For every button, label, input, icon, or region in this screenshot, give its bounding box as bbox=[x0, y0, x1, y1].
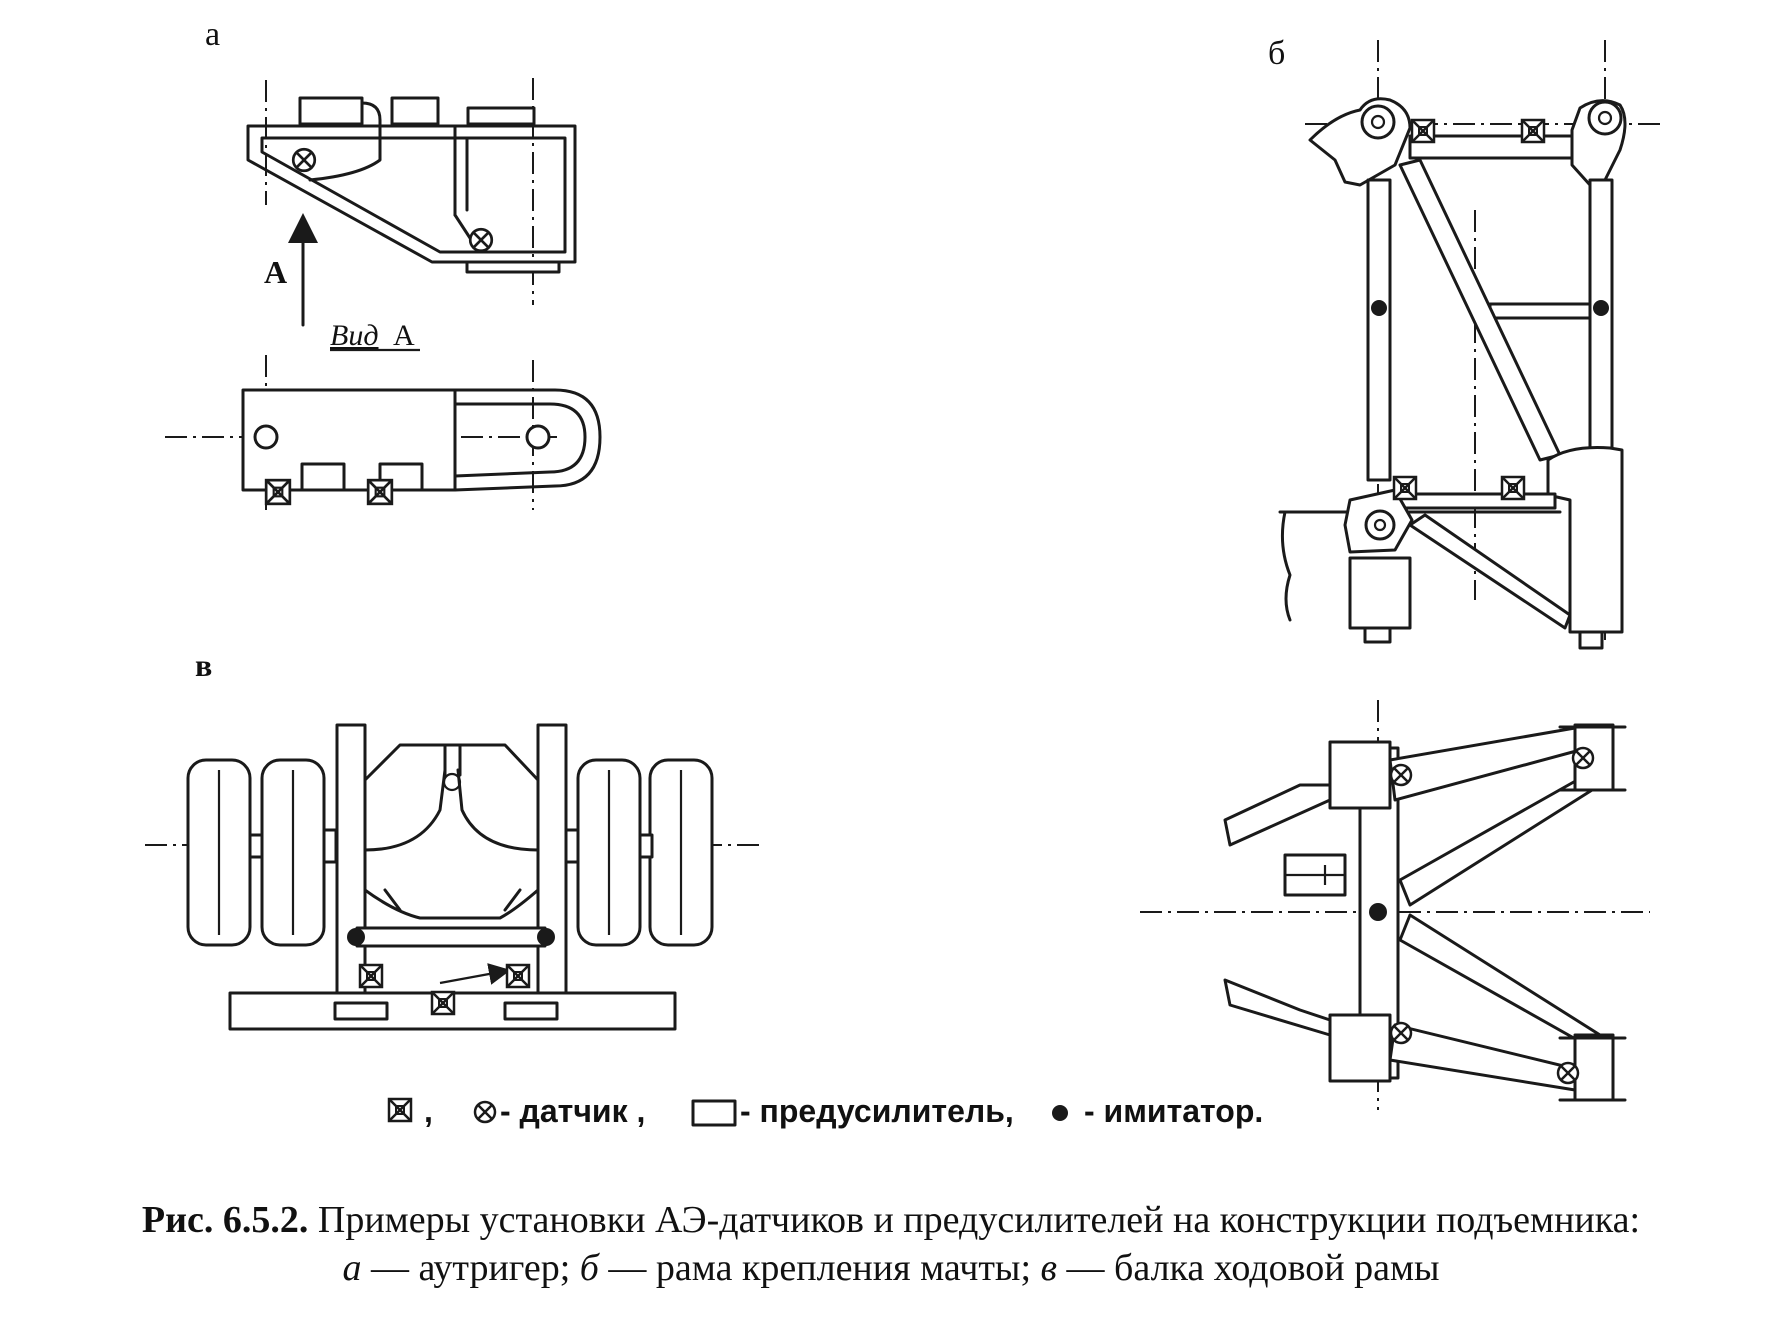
legend-sensor-circle-icon bbox=[473, 1100, 497, 1124]
caption-v-letter: в bbox=[1040, 1247, 1058, 1289]
legend-sensor-text: - датчик , bbox=[500, 1093, 645, 1129]
legend-imitator-text: - имитатор. bbox=[1084, 1093, 1263, 1129]
caption-v-text: — балка ходовой рамы bbox=[1066, 1247, 1440, 1289]
outrigger-view-a bbox=[165, 355, 602, 510]
imitator-dot-icon bbox=[1369, 903, 1387, 921]
running-beam-front bbox=[186, 723, 714, 1031]
outrigger-top-view bbox=[246, 96, 577, 274]
sensor-circle-icon bbox=[1571, 746, 1595, 770]
view-word: Вид bbox=[330, 319, 379, 352]
panel-b-label: б bbox=[1268, 35, 1285, 72]
sensor-circle-icon bbox=[1389, 1021, 1413, 1045]
legend-sep: , bbox=[424, 1093, 433, 1129]
caption-line-2: а — аутригер; б — рама крепления мачты; … bbox=[0, 1244, 1782, 1292]
sensor-square-icon bbox=[1410, 118, 1436, 144]
sensor-square-icon bbox=[264, 478, 292, 506]
panel-v-label: в bbox=[195, 647, 212, 683]
sensor-square-icon bbox=[1520, 118, 1546, 144]
legend-imitator-dot-icon bbox=[1052, 1105, 1068, 1121]
panel-v: в bbox=[145, 647, 1650, 1110]
caption-number: Рис. 6.5.2. bbox=[141, 1199, 309, 1241]
caption-a-text: — аутригер; bbox=[370, 1247, 571, 1289]
sensor-circle-icon bbox=[291, 147, 317, 173]
sensor-square-icon bbox=[358, 963, 384, 989]
panel-a: а А Вид А bbox=[165, 16, 602, 510]
sensor-square-icon bbox=[505, 963, 531, 989]
view-a-title: Вид А bbox=[330, 319, 415, 352]
legend: , - датчик , - предусилитель, - имитатор… bbox=[387, 1093, 1263, 1129]
caption-b-letter: б bbox=[579, 1247, 599, 1289]
view-letter: А bbox=[393, 319, 415, 352]
imitator-dot-icon bbox=[1371, 300, 1387, 316]
sensor-circle-icon bbox=[468, 227, 494, 253]
legend-preamp-icon bbox=[691, 1099, 737, 1127]
legend-preamp-text: - предусилитель, bbox=[740, 1093, 1014, 1129]
imitator-dot-icon bbox=[1593, 300, 1609, 316]
panel-a-label: а bbox=[205, 16, 220, 53]
mast-frame bbox=[1278, 97, 1627, 650]
sensor-square-icon bbox=[1500, 475, 1526, 501]
imitator-dot-icon bbox=[347, 928, 365, 946]
running-beam-top bbox=[1223, 723, 1627, 1102]
figure-caption: Рис. 6.5.2. Примеры установки АЭ-датчико… bbox=[0, 1196, 1782, 1292]
view-arrow-label: А bbox=[264, 254, 287, 290]
sensor-square-icon bbox=[1392, 475, 1418, 501]
caption-b-text: — рама крепления мачты; bbox=[608, 1247, 1032, 1289]
sensor-circle-icon bbox=[1556, 1061, 1580, 1085]
sensor-square-icon bbox=[430, 990, 456, 1016]
caption-a-letter: а bbox=[342, 1247, 362, 1289]
sensor-square-icon bbox=[366, 478, 394, 506]
panel-b: б bbox=[1268, 35, 1660, 650]
imitator-dot-icon bbox=[537, 928, 555, 946]
legend-sensor-square-icon bbox=[387, 1097, 413, 1123]
caption-line-1: Рис. 6.5.2. Примеры установки АЭ-датчико… bbox=[0, 1196, 1782, 1244]
caption-title: Примеры установки АЭ-датчиков и предусил… bbox=[317, 1199, 1641, 1241]
sensor-circle-icon bbox=[1389, 763, 1413, 787]
